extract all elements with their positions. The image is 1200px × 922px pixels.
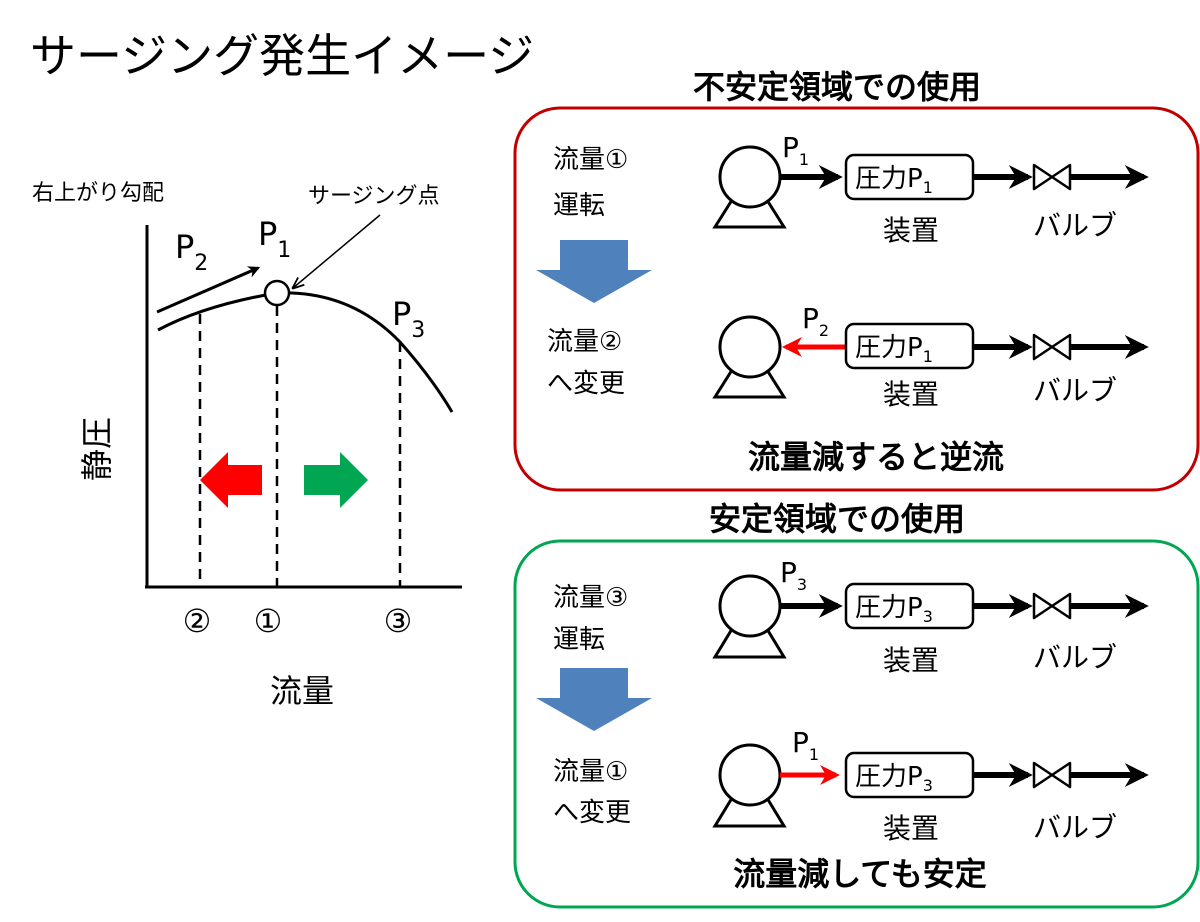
stable-row-2: 流量① へ変更 P1 圧力P3 装置 バルブ: [553, 726, 1149, 845]
x-axis-label: 流量: [270, 672, 334, 710]
device-box-label: 圧力P1: [855, 164, 933, 197]
surge-point: [263, 279, 291, 307]
valve-icon: [1032, 333, 1072, 361]
valve-icon: [1032, 761, 1072, 789]
x-marker-3: ③: [384, 602, 413, 640]
p3-label: P3: [392, 295, 425, 343]
pump-icon: [712, 743, 787, 828]
valve-icon: [1032, 592, 1072, 620]
stable-row-1: 流量③ 運転 P3 圧力P3 装置 バルブ: [553, 556, 1149, 677]
y-axis-label: 静圧: [78, 417, 116, 481]
unstable-row-1: 流量① 運転 P1 圧力P1 装置 バルブ: [553, 131, 1149, 247]
x-marker-1: ①: [254, 602, 283, 640]
valve-label: バルブ: [1033, 209, 1117, 242]
device-box-label: 圧力P1: [855, 333, 933, 366]
flow-pressure-label: P1: [792, 726, 819, 764]
slope-note: 右上がり勾配: [32, 181, 164, 206]
p1-label: P1: [258, 215, 291, 263]
step-down-arrow: [536, 240, 652, 303]
control-text-line2: 運転: [553, 625, 605, 655]
control-text-line2: 運転: [553, 191, 605, 221]
slope-arrow: [156, 266, 261, 314]
device-box-label: 圧力P3: [855, 762, 933, 795]
unstable-row-2: 流量② へ変更 P2 圧力P1 装置 バルブ: [547, 302, 1149, 411]
pump-icon: [712, 574, 787, 659]
control-text-line1: 流量①: [553, 145, 628, 175]
control-text-line2: へ変更: [553, 798, 631, 828]
valve-label: バルブ: [1033, 374, 1117, 407]
pump-icon: [712, 145, 787, 229]
control-text-line2: へ変更: [547, 369, 625, 399]
x-marker-2: ②: [183, 602, 212, 640]
pump-icon: [712, 315, 787, 399]
control-text-line1: 流量③: [553, 583, 628, 613]
device-label: 装置: [883, 214, 939, 247]
flow-pressure-label: P2: [802, 302, 829, 340]
page-title: サージング発生イメージ: [30, 29, 534, 83]
device-label: 装置: [883, 812, 939, 845]
surge-point-label: サージング点: [308, 184, 440, 209]
device-label: 装置: [883, 378, 939, 411]
unstable-panel: [513, 106, 1200, 492]
step-down-arrow: [536, 668, 652, 731]
stable-panel: [513, 539, 1200, 909]
valve-icon: [1032, 163, 1072, 191]
decrease-flow-arrow: [200, 452, 262, 508]
p2-label: P2: [175, 228, 208, 276]
control-text-line1: 流量①: [553, 757, 628, 787]
unstable-conclusion: 流量減すると逆流: [748, 438, 1004, 476]
performance-graph: 右上がり勾配 サージング点 P2 P1 P3 静圧 流量 ② ① ③: [32, 181, 462, 710]
device-box-label: 圧力P3: [855, 593, 933, 626]
stable-heading: 安定領域での使用: [709, 500, 965, 538]
valve-label: バルブ: [1033, 811, 1117, 844]
flow-pressure-label: P3: [780, 556, 807, 594]
control-text-line1: 流量②: [547, 327, 622, 357]
stable-conclusion: 流量減しても安定: [733, 855, 986, 893]
flow-pressure-label: P1: [782, 131, 809, 169]
device-label: 装置: [883, 644, 939, 677]
increase-flow-arrow: [304, 452, 368, 508]
unstable-heading: 不安定領域での使用: [693, 68, 981, 106]
characteristic-curve: [157, 291, 454, 413]
valve-label: バルブ: [1033, 641, 1117, 674]
surge-pointer-arrow: [293, 214, 381, 288]
